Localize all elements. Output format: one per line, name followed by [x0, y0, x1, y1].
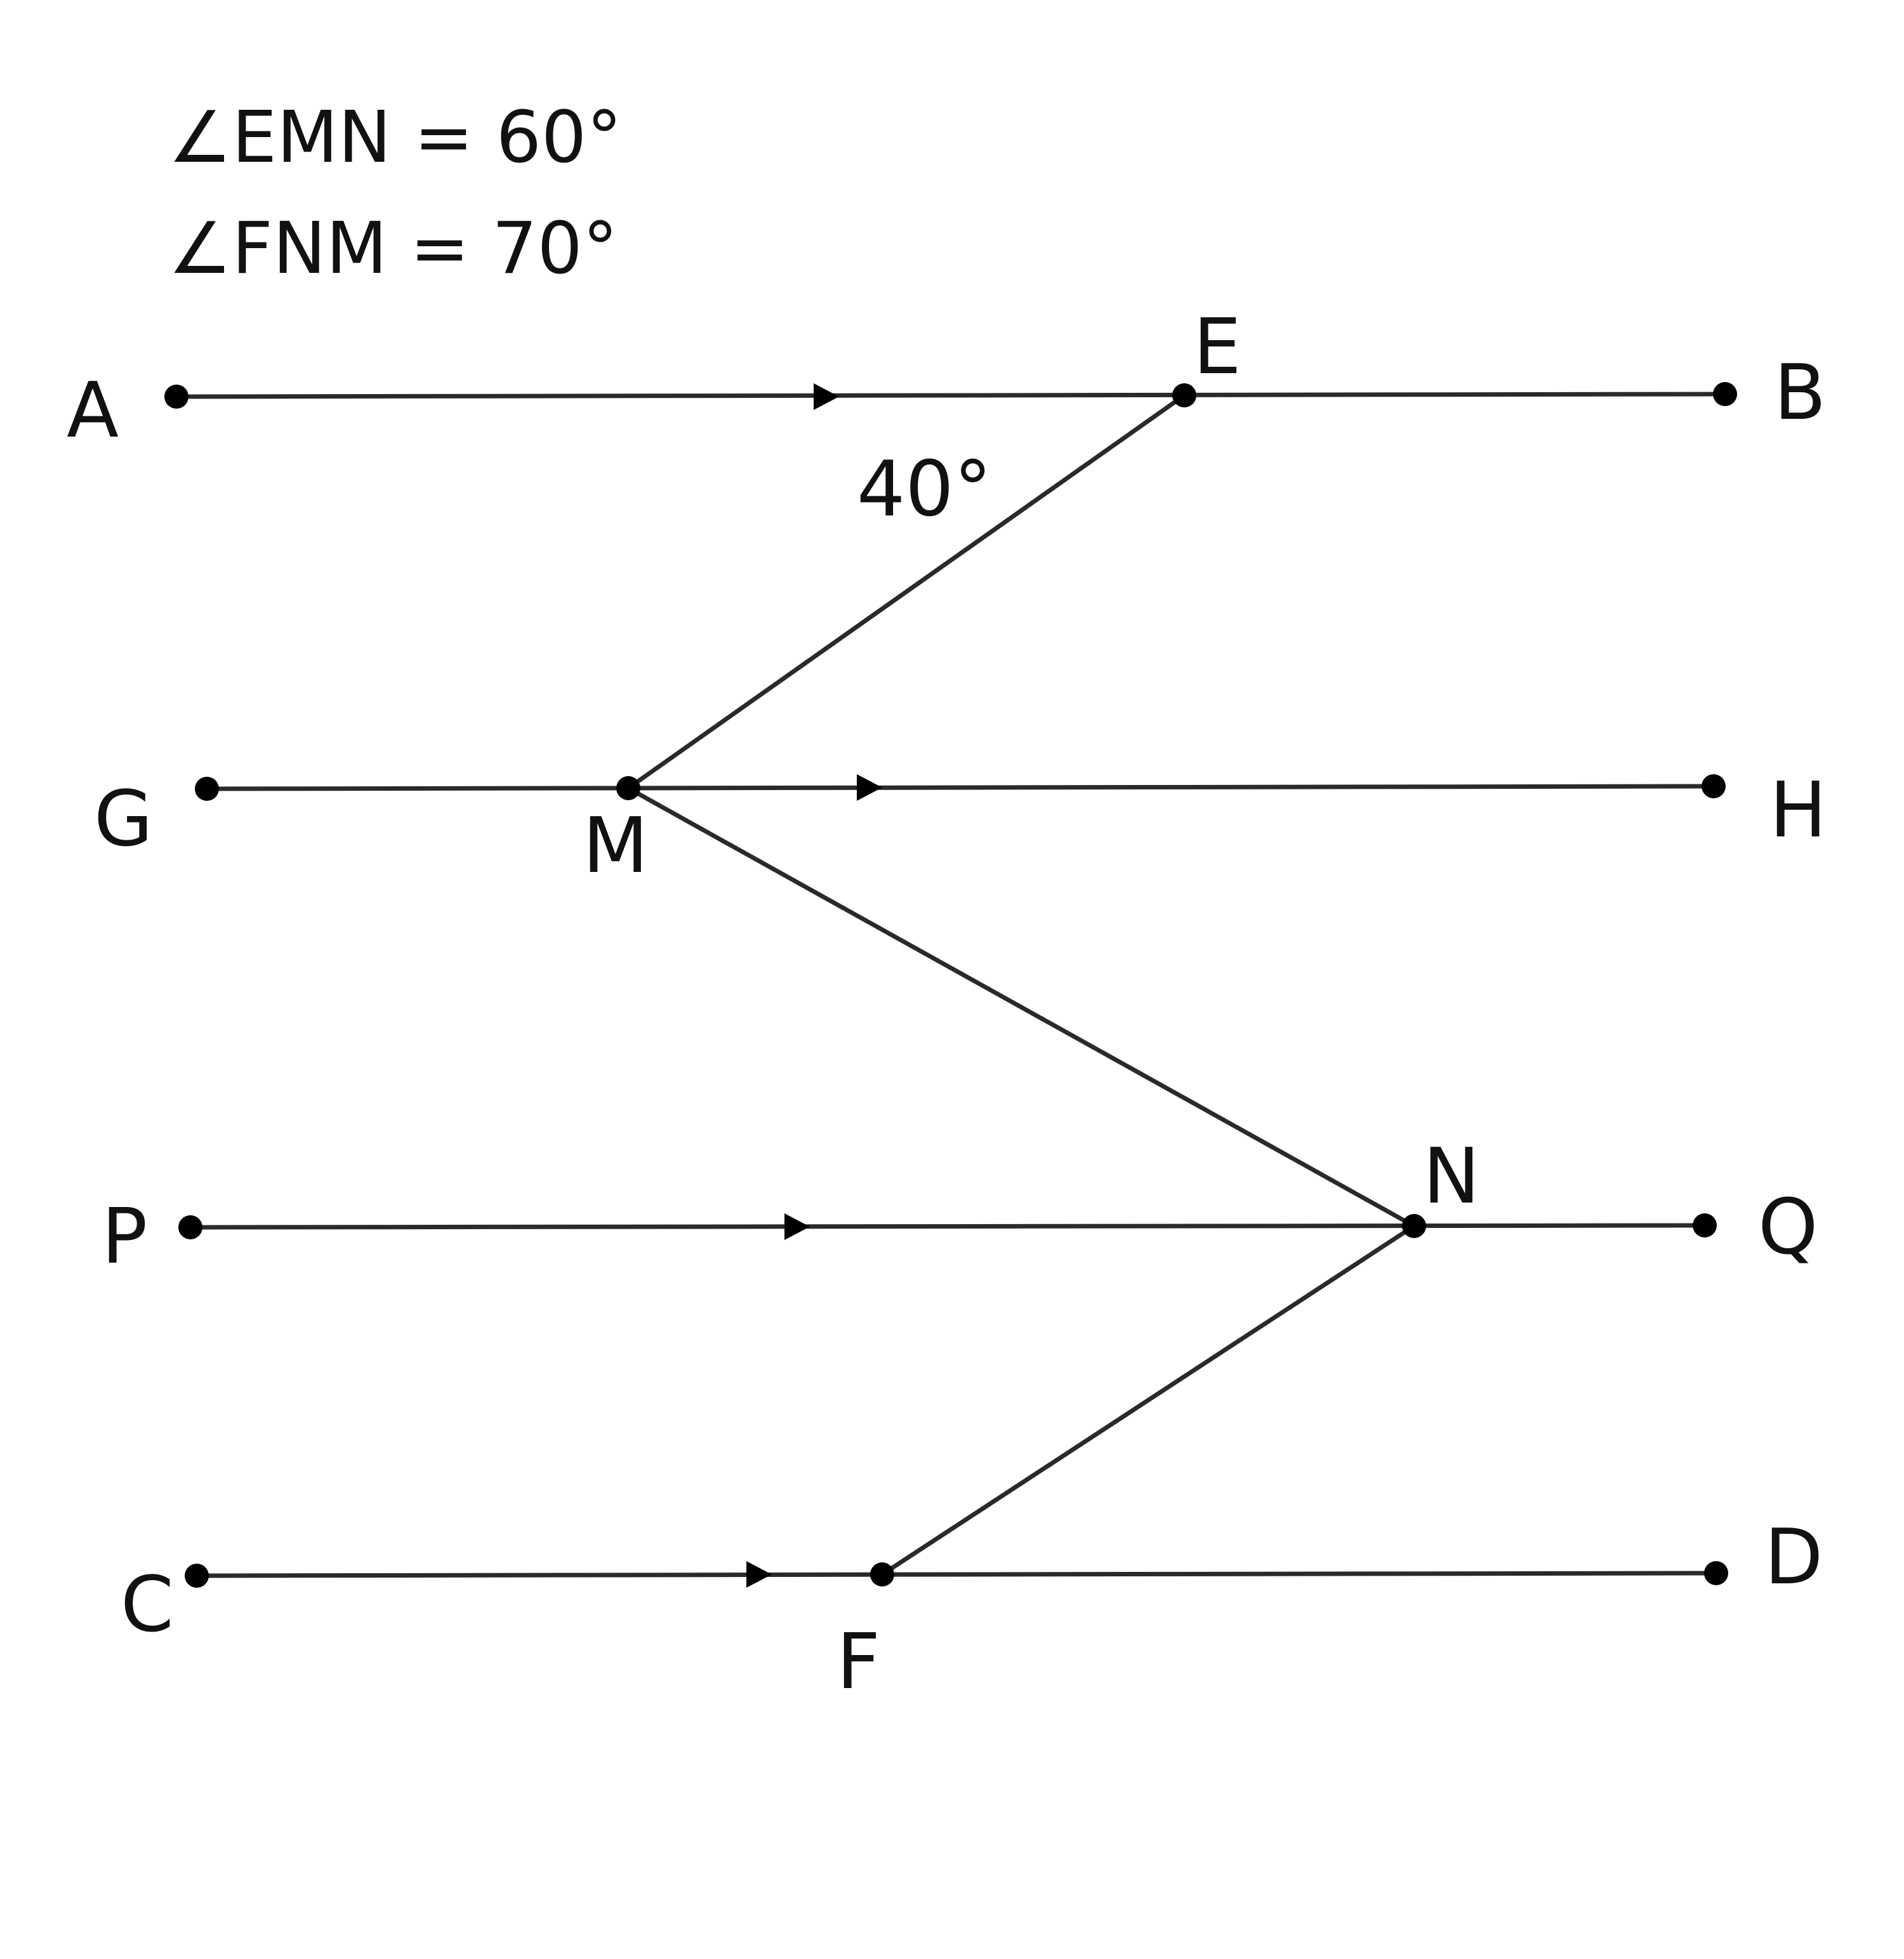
line-cd: [194, 1571, 1719, 1578]
label-f: F: [836, 1618, 880, 1706]
label-e: E: [1193, 303, 1241, 392]
label-q: Q: [1758, 1184, 1818, 1272]
given-angle-emn: ∠EMN = 60°: [168, 96, 622, 179]
point-q: [1693, 1213, 1717, 1237]
point-a: [164, 385, 188, 409]
angle-label-aem: 40°: [857, 445, 992, 534]
point-c: [185, 1564, 209, 1588]
point-h: [1702, 774, 1726, 798]
line-gh: [204, 784, 1716, 791]
line-pq: [188, 1223, 1707, 1230]
point-n: [1402, 1214, 1426, 1238]
label-g: G: [94, 775, 153, 864]
parallel-arrow-pq: [784, 1213, 810, 1240]
parallel-arrow-cd: [746, 1561, 772, 1588]
label-c: C: [121, 1561, 174, 1649]
point-e: [1172, 383, 1196, 407]
label-h: H: [1769, 767, 1827, 855]
point-b: [1713, 382, 1737, 406]
line-ab: [174, 392, 1728, 399]
label-a: A: [67, 367, 119, 455]
parallel-arrow-ab: [814, 383, 839, 410]
point-g: [195, 777, 219, 801]
label-p: P: [102, 1193, 147, 1281]
point-p: [178, 1215, 202, 1239]
given-angle-fnm: ∠FNM = 70°: [168, 208, 618, 290]
point-m: [616, 776, 640, 800]
label-m: M: [583, 802, 649, 890]
segment-nf: [880, 1224, 1417, 1577]
segment-em: [626, 393, 1187, 791]
point-d: [1704, 1561, 1728, 1585]
parallel-arrow-gh: [857, 774, 882, 801]
point-f: [870, 1562, 894, 1586]
label-n: N: [1423, 1133, 1480, 1221]
segment-mn: [626, 786, 1417, 1229]
label-d: D: [1764, 1514, 1823, 1602]
label-b: B: [1774, 349, 1826, 437]
